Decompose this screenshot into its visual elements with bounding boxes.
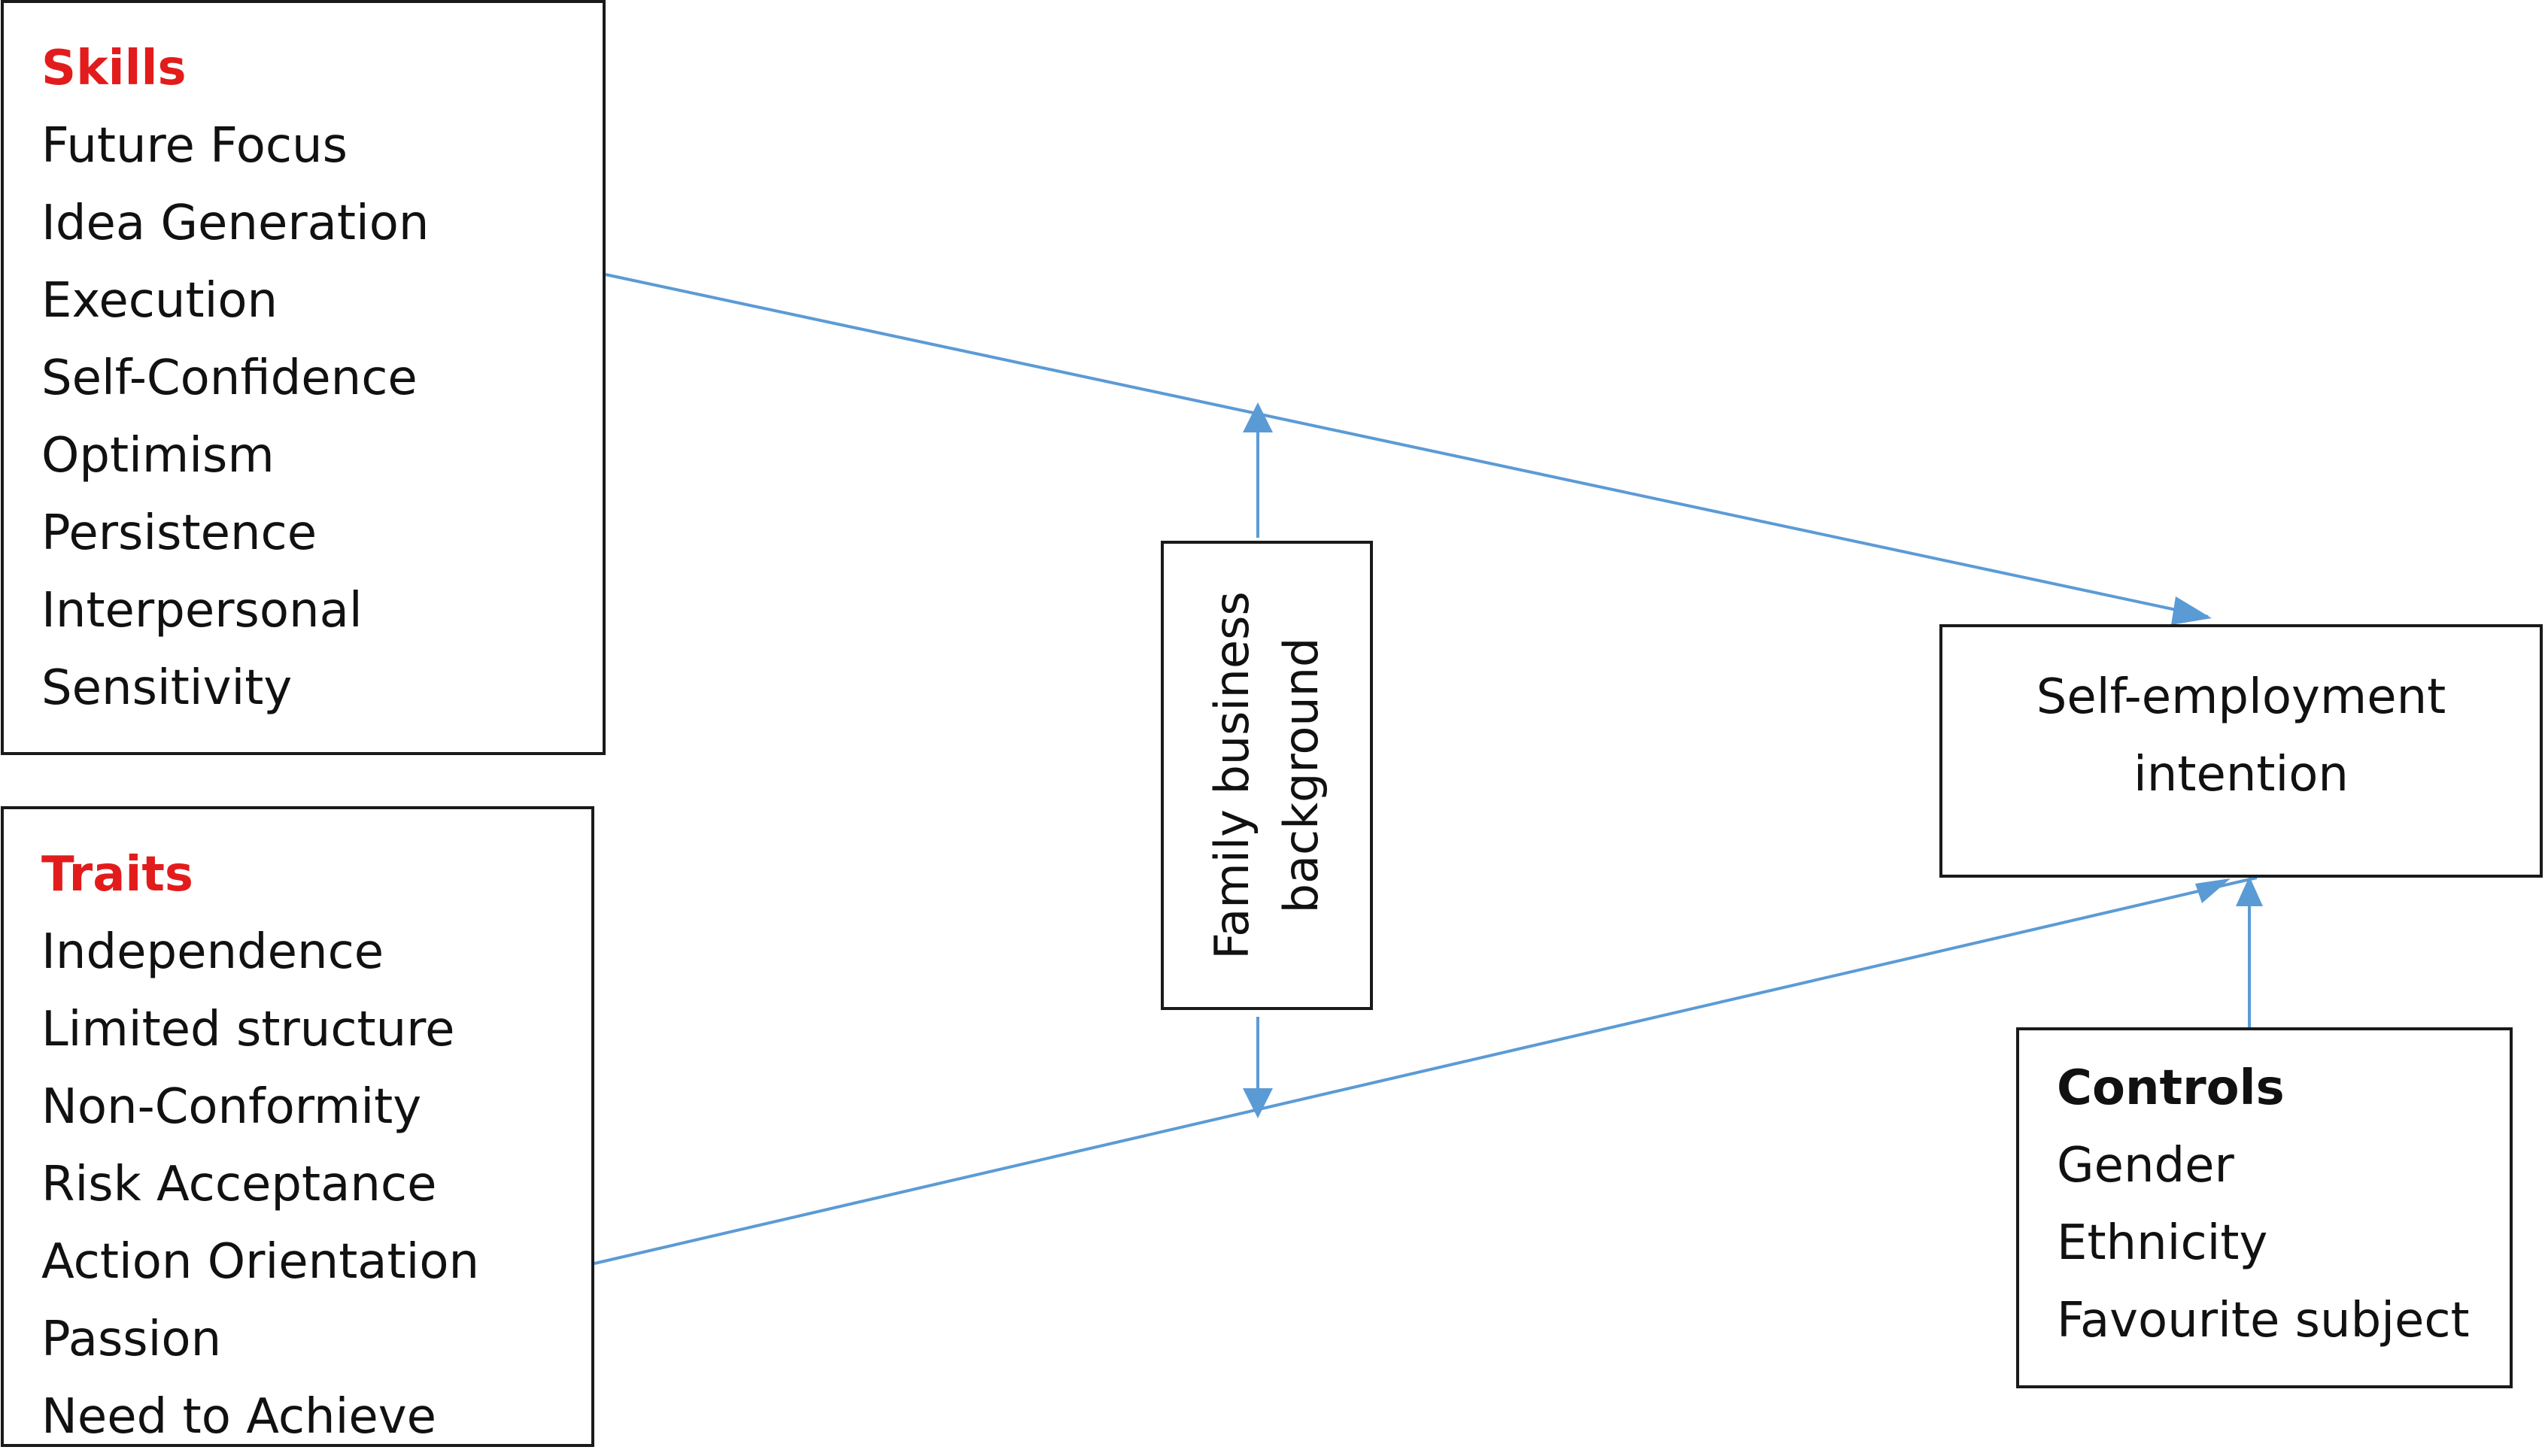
controls-item: Favourite subject: [2057, 1293, 2470, 1348]
traits-item: Risk Acceptance: [41, 1157, 437, 1212]
skills-arrowhead: [2171, 596, 2212, 625]
moderator-down-arrowhead: [1243, 1088, 1273, 1118]
traits-heading: Traits: [41, 847, 193, 902]
traits-box: Traits Independence Limited structure No…: [1, 806, 594, 1447]
traits-item: Independence: [41, 924, 384, 980]
skills-item: Persistence: [41, 505, 317, 561]
controls-item: Ethnicity: [2057, 1215, 2268, 1271]
skills-box: Skills Future Focus Idea Generation Exec…: [1, 0, 606, 755]
traits-item: Action Orientation: [41, 1234, 480, 1290]
traits-arrowhead: [2195, 878, 2231, 903]
outcome-line-1: Self-employment: [2036, 669, 2446, 725]
moderator-box: Family business background: [1161, 541, 1373, 1010]
skills-item: Idea Generation: [41, 196, 430, 251]
traits-item: Need to Achieve: [41, 1389, 436, 1445]
moderator-label: Family business background: [1198, 550, 1336, 1001]
skills-item: Future Focus: [41, 118, 348, 174]
traits-item: Passion: [41, 1312, 222, 1367]
traits-to-outcome-arrow: [594, 876, 2258, 1265]
controls-arrowhead: [2236, 876, 2263, 906]
controls-item: Gender: [2057, 1138, 2234, 1194]
outcome-box: Self-employment intention: [1939, 624, 2543, 878]
skills-item: Execution: [41, 273, 278, 329]
outcome-line-2: intention: [2133, 747, 2349, 802]
controls-heading: Controls: [2057, 1060, 2285, 1116]
skills-item: Sensitivity: [41, 660, 293, 716]
skills-item: Self-Confidence: [41, 350, 418, 406]
traits-item: Limited structure: [41, 1002, 455, 1057]
skills-to-outcome-arrow: [605, 273, 2209, 618]
moderator-line-2: background: [1274, 637, 1329, 914]
skills-item: Interpersonal: [41, 583, 363, 639]
skills-item: Optimism: [41, 428, 275, 484]
controls-box: Controls Gender Ethnicity Favourite subj…: [2016, 1027, 2513, 1388]
moderator-up-arrowhead: [1243, 402, 1273, 432]
moderator-line-1: Family business: [1204, 591, 1259, 960]
outcome-label: Self-employment intention: [1942, 659, 2540, 814]
traits-item: Non-Conformity: [41, 1079, 422, 1135]
skills-heading: Skills: [41, 41, 187, 96]
